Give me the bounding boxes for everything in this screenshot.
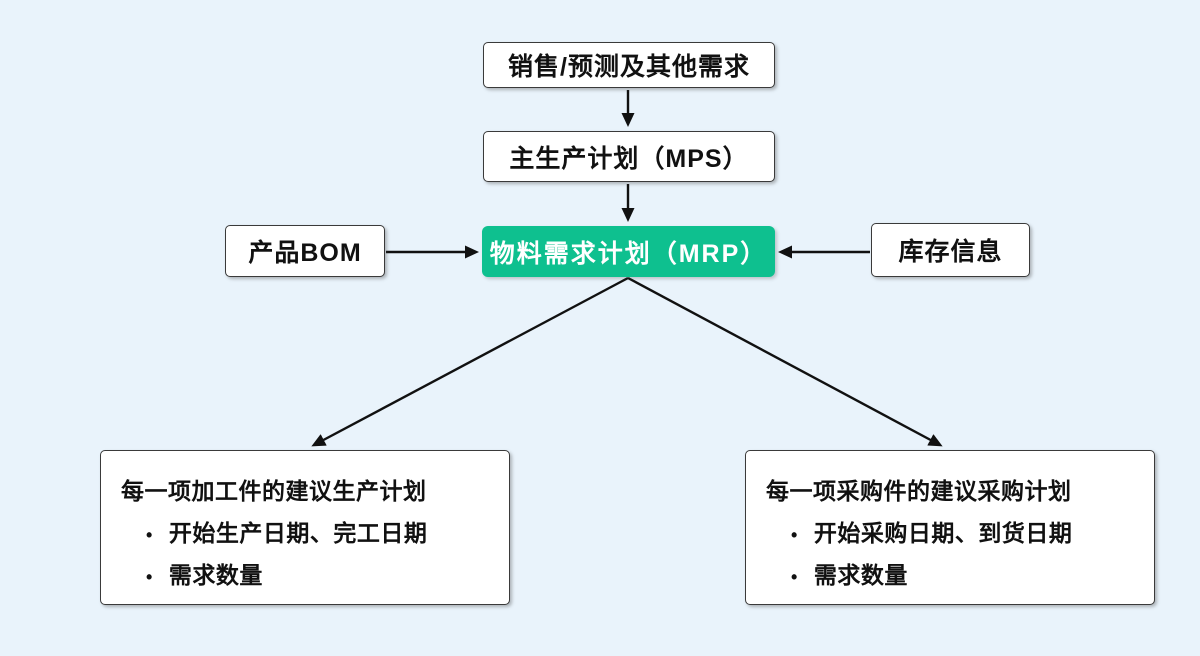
bullet-icon: • — [146, 567, 153, 587]
node-production-plan: 每一项加工件的建议生产计划 • 开始生产日期、完工日期 • 需求数量 — [100, 450, 510, 605]
node-material-requirements-planning: 物料需求计划（MRP） — [482, 226, 775, 277]
purchase-plan-bullet-2: • 需求数量 — [766, 555, 1136, 597]
node-product-bom-label: 产品BOM — [248, 239, 362, 267]
production-plan-bullet-2: • 需求数量 — [121, 555, 491, 597]
node-master-production-schedule: 主生产计划（MPS） — [483, 131, 775, 182]
node-product-bom: 产品BOM — [225, 225, 385, 277]
bullet-icon: • — [791, 525, 798, 545]
production-plan-bullet-1-text: 开始生产日期、完工日期 — [168, 520, 428, 546]
purchase-plan-bullet-2-text: 需求数量 — [813, 562, 908, 588]
bullet-icon: • — [791, 567, 798, 587]
production-plan-title: 每一项加工件的建议生产计划 — [121, 478, 427, 504]
purchase-plan-bullet-1: • 开始采购日期、到货日期 — [766, 513, 1136, 555]
purchase-plan-title: 每一项采购件的建议采购计划 — [766, 478, 1072, 504]
node-material-requirements-planning-label: 物料需求计划（MRP） — [489, 239, 768, 268]
production-plan-bullet-1: • 开始生产日期、完工日期 — [121, 513, 491, 555]
production-plan-bullet-2-text: 需求数量 — [168, 562, 263, 588]
arrow-mrp-to-purchase-plan — [627, 276, 943, 447]
node-master-production-schedule-label: 主生产计划（MPS） — [509, 144, 749, 173]
bullet-icon: • — [146, 525, 153, 545]
node-sales-forecast-demand-label: 销售/预测及其他需求 — [508, 53, 750, 81]
node-inventory-info-label: 库存信息 — [898, 238, 1003, 266]
node-sales-forecast-demand: 销售/预测及其他需求 — [483, 42, 775, 88]
node-inventory-info: 库存信息 — [871, 223, 1030, 277]
purchase-plan-bullet-1-text: 开始采购日期、到货日期 — [813, 520, 1073, 546]
arrow-mrp-to-production-plan — [311, 276, 629, 447]
node-purchase-plan: 每一项采购件的建议采购计划 • 开始采购日期、到货日期 • 需求数量 — [745, 450, 1155, 605]
